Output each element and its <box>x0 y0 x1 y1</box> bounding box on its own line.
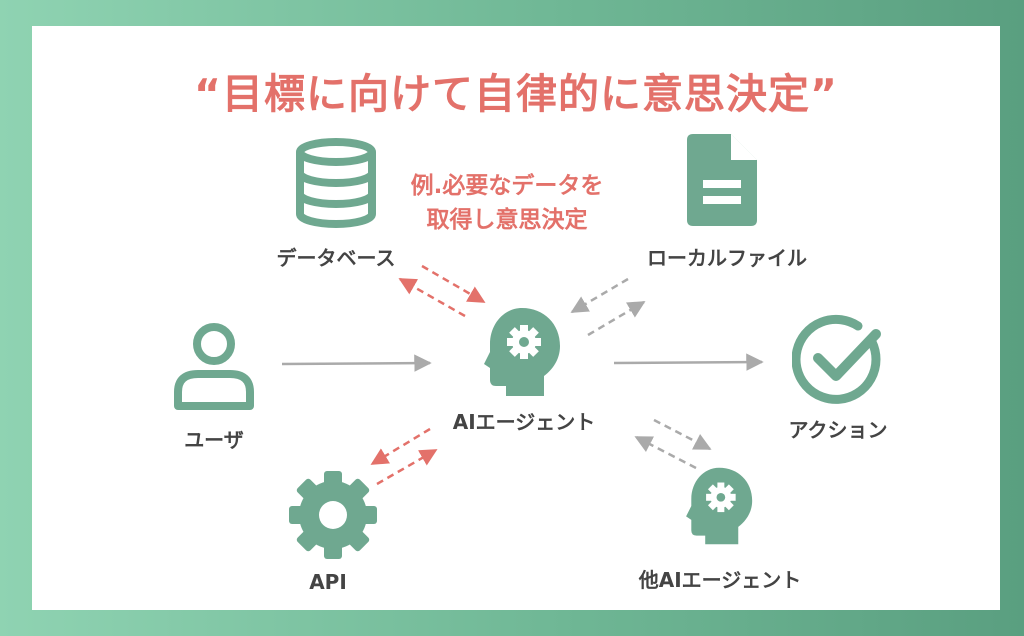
user-icon <box>174 323 254 410</box>
check-circle-icon <box>792 314 881 404</box>
document-icon <box>687 134 757 226</box>
arrow-file-to-agent <box>570 277 629 314</box>
arrow-agent-to-other-agent <box>653 418 712 451</box>
api-label: API <box>309 570 347 594</box>
agent-label: AIエージェント <box>452 410 596 434</box>
arrow-agent-to-file <box>587 300 646 337</box>
arrow-agent-to-action <box>613 353 764 371</box>
diagram-title: “目標に向けて自律的に意思決定” <box>194 70 838 118</box>
example-note-line2: 取得し意思決定 <box>426 207 588 233</box>
database-label: データベース <box>276 246 396 270</box>
arrow-user-to-agent <box>281 354 432 372</box>
arrow-other-agent-to-agent <box>634 435 697 470</box>
local-file-label: ローカルファイル <box>647 246 807 270</box>
other-agent-head-gear-icon <box>686 467 753 545</box>
connection-arrows <box>281 264 764 486</box>
database-icon <box>296 138 376 228</box>
arrow-agent-to-database <box>398 277 466 318</box>
diagram-card: “目標に向けて自律的に意思決定” 例.必要なデータを 取得し意思決定 <box>32 26 1000 610</box>
gear-icon <box>289 471 377 559</box>
agent-head-gear-icon <box>484 308 560 396</box>
example-note: 例.必要なデータを 取得し意思決定 <box>372 169 642 237</box>
user-label: ユーザ <box>184 428 244 452</box>
example-note-line1: 例.必要なデータを <box>410 173 604 199</box>
other-agent-label: 他AIエージェント <box>638 568 802 592</box>
action-label: アクション <box>788 418 888 442</box>
